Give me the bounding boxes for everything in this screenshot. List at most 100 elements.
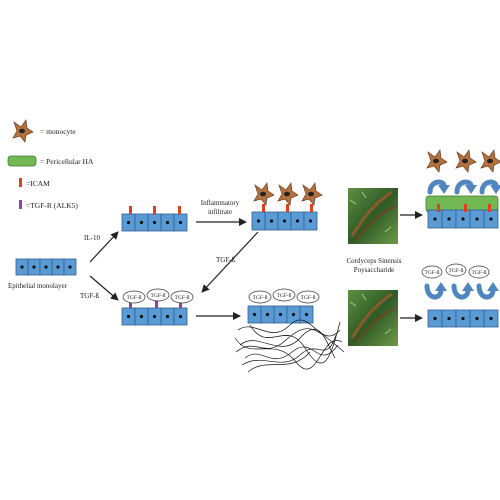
cell-nucleus xyxy=(152,220,157,225)
monocyte-nucleus xyxy=(433,158,439,164)
arrow-tgf-left xyxy=(89,275,119,301)
cell-nucleus xyxy=(282,219,287,223)
epithelial-label: Epithelial monolayer xyxy=(8,282,67,290)
cell-nucleus xyxy=(139,314,144,319)
icam-marker xyxy=(437,204,440,212)
curved-arrow-icon xyxy=(424,283,444,300)
cell-nucleus xyxy=(291,312,296,317)
curved-arrow-head xyxy=(438,185,450,194)
legend-ha-icon xyxy=(7,155,37,167)
curved-arrow-icon xyxy=(454,179,474,195)
curved-arrow-head xyxy=(435,282,447,291)
flow-arrows xyxy=(89,211,423,322)
cordyceps-photo-top xyxy=(348,188,398,244)
icam-marker xyxy=(488,204,491,212)
arrow-il10 xyxy=(89,231,119,263)
cell-nucleus xyxy=(265,312,270,317)
cell-nucleus xyxy=(126,220,131,225)
cell-nucleus xyxy=(433,316,437,321)
icam-marker xyxy=(129,206,132,214)
tgf-bubble-label: TGF-ß xyxy=(301,294,316,301)
monocyte-nucleus xyxy=(260,191,266,197)
icam-marker xyxy=(310,204,313,212)
epithelial-monolayer xyxy=(15,258,77,276)
legend-monocyte-label: = monocyte xyxy=(40,127,76,136)
cell-nucleus xyxy=(447,316,451,321)
cell-nucleus xyxy=(56,265,60,269)
cordyceps-label: Cordyceps Sinensis Poysaccharide xyxy=(346,257,402,274)
curved-arrow-head xyxy=(487,282,499,291)
icam-marker xyxy=(178,206,181,214)
curved-arrow-icon xyxy=(451,283,471,300)
tgfb-mid-label: TGF-ß xyxy=(216,256,236,264)
legend-monocyte-icon xyxy=(12,119,34,143)
cell-nucleus xyxy=(278,312,283,317)
monocyte-nucleus xyxy=(462,158,468,164)
tgfr-marker xyxy=(129,300,132,308)
tgf-bubble xyxy=(445,263,467,277)
cell-nucleus xyxy=(447,217,451,221)
blue-down-arrows xyxy=(424,282,499,300)
blue-up-arrows xyxy=(427,179,500,195)
monocyte-icon xyxy=(426,149,448,173)
cell-nucleus xyxy=(44,265,48,269)
cell-nucleus xyxy=(489,316,493,321)
tgf-bubble-label: TGF-ß xyxy=(425,269,440,276)
cell-nucleus xyxy=(126,314,131,319)
cell-nucleus xyxy=(461,316,465,321)
monocyte-nucleus xyxy=(487,158,493,164)
icam-marker xyxy=(286,204,289,212)
tgfr-marker xyxy=(155,300,158,308)
resolved-cells xyxy=(427,309,499,328)
cell-nucleus xyxy=(32,265,36,269)
cell-nucleus xyxy=(475,316,479,321)
cell-nucleus xyxy=(433,217,437,221)
cell-nucleus xyxy=(178,314,183,319)
cell-nucleus xyxy=(461,217,465,221)
monocyte-nucleus xyxy=(308,191,314,197)
tgf-bubble-label: TGF-ß xyxy=(472,269,487,276)
curved-arrow-head xyxy=(490,185,500,194)
cell-nucleus xyxy=(152,314,157,319)
monocyte-icon xyxy=(480,149,500,173)
curved-arrow-icon xyxy=(476,283,496,300)
il10-label: IL-10 xyxy=(84,234,100,242)
tgf-bubble-label: TGF-ß xyxy=(449,267,464,274)
icam-marker xyxy=(464,204,467,212)
monocyte-nucleus xyxy=(284,191,290,197)
cell-nucleus xyxy=(295,219,300,223)
cell-nucleus xyxy=(68,265,72,269)
legend-tgfr-label: =TGF-R (ALK5) xyxy=(26,201,78,210)
tgfb-left-label: TGF-ß xyxy=(80,292,100,300)
legend-icam-label: =ICAM xyxy=(26,179,50,188)
ha-coated-cells xyxy=(425,149,500,229)
tgf-bubble-label: TGF-ß xyxy=(175,294,190,301)
tgf-bubble xyxy=(170,290,194,304)
tgf-bubble-label: TGF-ß xyxy=(253,294,268,301)
tgf-bubble xyxy=(296,290,320,304)
cell-nucleus xyxy=(139,220,144,225)
tgf-bubble xyxy=(122,290,146,304)
cell-nucleus xyxy=(304,312,309,317)
tgf-bubble-label: TGF-ß xyxy=(151,292,166,299)
matrix-cells xyxy=(247,305,314,324)
curved-arrow-head xyxy=(465,185,477,194)
legend-icam-icon xyxy=(19,178,22,187)
tgf-bubble xyxy=(468,265,490,279)
cell-nucleus xyxy=(256,219,261,223)
curved-arrow-head xyxy=(462,282,474,291)
cell-nucleus xyxy=(178,220,183,225)
tgf-bubble xyxy=(272,288,296,302)
monocyte-icon xyxy=(455,149,477,173)
cell-nucleus xyxy=(475,217,479,221)
monocyte-icon xyxy=(253,182,275,206)
tgf-bubble-label: TGF-ß xyxy=(127,294,142,301)
infiltrated-cells xyxy=(251,182,323,231)
tgf-bubble xyxy=(248,290,272,304)
icam-expressing-cells xyxy=(121,206,188,232)
tgf-bound-cells xyxy=(121,300,188,326)
tgf-bubble xyxy=(146,288,170,302)
cordyceps-photo-bottom xyxy=(348,290,398,346)
